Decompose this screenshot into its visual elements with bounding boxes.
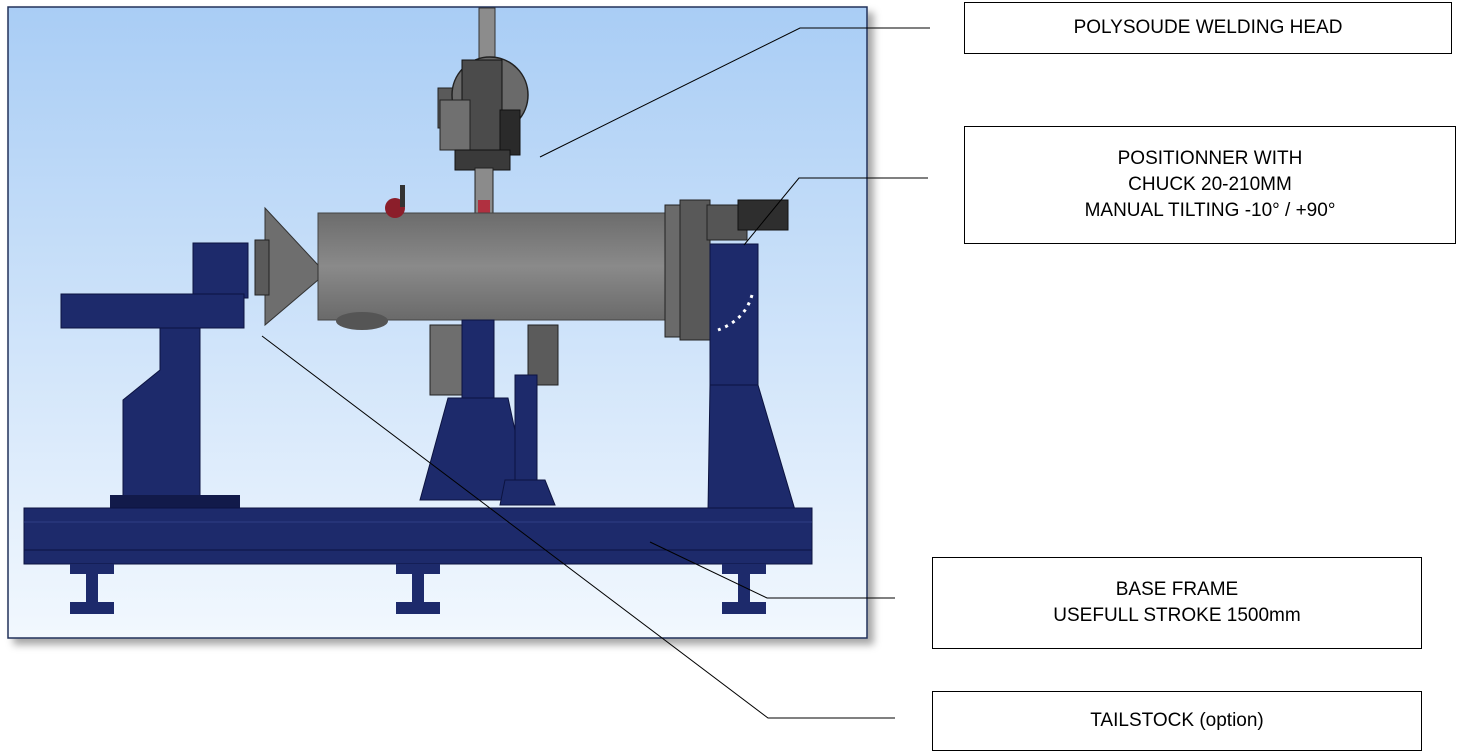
callout-tailstock: TAILSTOCK (option)	[932, 691, 1422, 751]
callout-welding-head-line-1: POLYSOUDE WELDING HEAD	[1073, 17, 1343, 38]
callout-welding-head: POLYSOUDE WELDING HEAD	[964, 2, 1452, 54]
leader-lines	[261, 27, 930, 719]
callout-positioner-line-2: CHUCK 20-210MM	[1128, 174, 1292, 195]
callout-base-frame-line-2: USEFULL STROKE 1500mm	[1053, 605, 1301, 626]
welding-head	[437, 7, 529, 218]
callout-positioner: POSITIONNER WITH CHUCK 20-210MM MANUAL T…	[964, 126, 1456, 244]
leader-welding-head	[539, 27, 930, 158]
callout-base-frame: BASE FRAME USEFULL STROKE 1500mm	[932, 557, 1422, 649]
base-frame	[23, 507, 813, 614]
workpiece-cylinder	[317, 185, 666, 330]
center-support	[419, 319, 559, 506]
tailstock-assembly	[60, 242, 249, 509]
leader-base-frame	[649, 541, 895, 599]
callout-positioner-line-3: MANUAL TILTING -10° / +90°	[1084, 200, 1336, 221]
leader-positioner	[743, 177, 928, 246]
callout-positioner-line-1: POSITIONNER WITH	[1117, 148, 1303, 169]
leader-tailstock	[261, 335, 895, 719]
callout-base-frame-line-1: BASE FRAME	[1115, 579, 1239, 600]
tailstock-cone	[254, 206, 319, 327]
callout-tailstock-line-1: TAILSTOCK (option)	[1090, 710, 1264, 731]
